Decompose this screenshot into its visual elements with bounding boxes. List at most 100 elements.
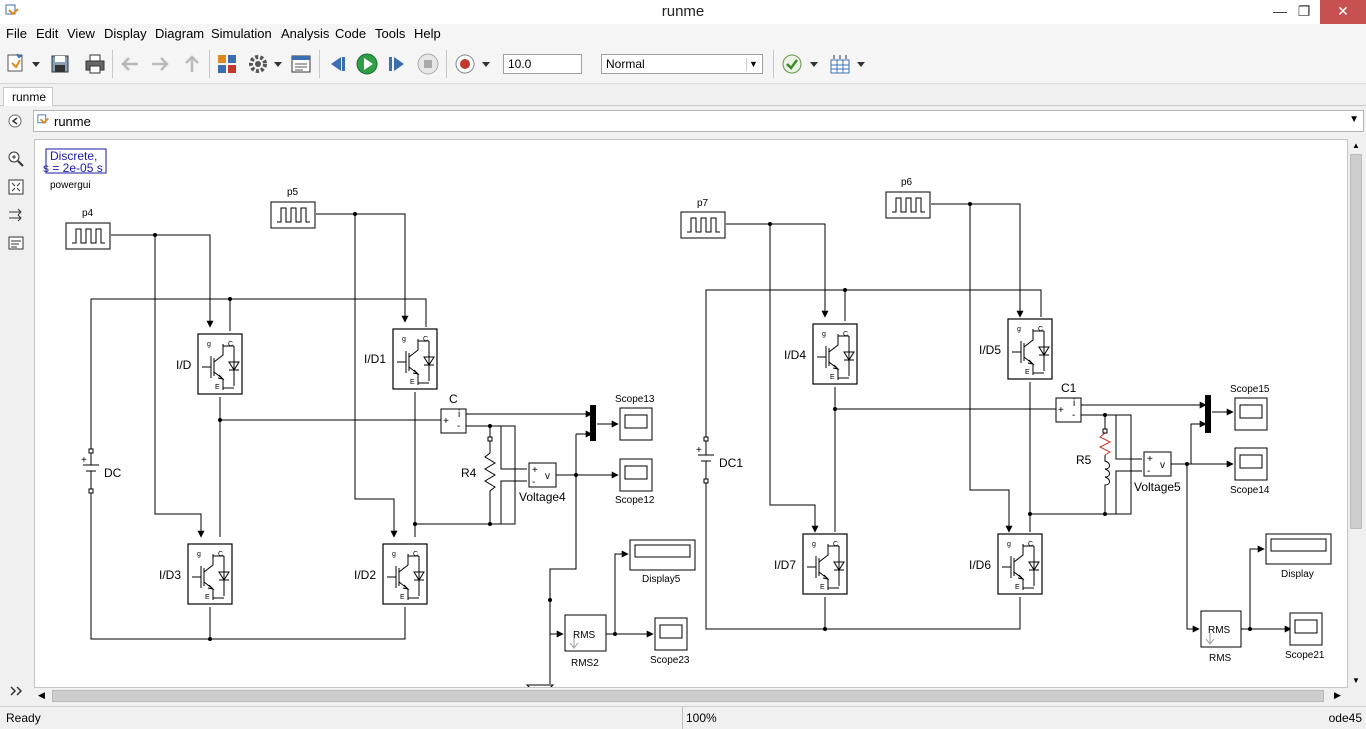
igbt-block-id5[interactable] [1007, 318, 1053, 380]
scroll-left-icon[interactable]: ◀ [38, 690, 45, 700]
scope-block[interactable] [1234, 447, 1268, 481]
dc-source-block[interactable] [83, 448, 99, 494]
menu-display[interactable]: Display [104, 26, 147, 41]
block-diagram[interactable]: Discrete, s = 2e-05 s powergui [35, 140, 1348, 688]
display-block[interactable] [1265, 533, 1332, 565]
chevron-down-icon[interactable] [480, 52, 492, 76]
back-arrow-icon[interactable] [118, 52, 142, 76]
stop-icon[interactable] [416, 52, 440, 76]
voltage-measurement-block[interactable] [1143, 451, 1172, 477]
chevron-down-icon[interactable]: ▼ [746, 58, 760, 71]
step-forward-icon[interactable] [385, 52, 409, 76]
resistor-r4[interactable] [484, 436, 496, 494]
voltage-measurement-block[interactable] [528, 462, 557, 488]
close-button[interactable]: ✕ [1320, 0, 1366, 24]
fit-to-view-icon[interactable] [8, 179, 24, 195]
rl-branch-r5[interactable] [1098, 428, 1112, 489]
library-browser-icon[interactable] [215, 52, 239, 76]
save-icon[interactable] [48, 52, 72, 76]
switch-label: I/D2 [354, 568, 376, 582]
scope-block[interactable] [619, 407, 653, 441]
record-icon[interactable] [453, 52, 477, 76]
chevron-down-icon[interactable] [272, 52, 284, 76]
scope-block[interactable] [1289, 612, 1323, 646]
forward-arrow-icon[interactable] [148, 52, 172, 76]
arrow-right-icon[interactable] [8, 207, 24, 223]
pulse-generator-p5[interactable] [270, 201, 316, 229]
igbt-block-id4[interactable] [812, 323, 858, 385]
restore-button[interactable]: ❐ [1297, 3, 1311, 19]
model-advisor-check-icon[interactable] [780, 52, 804, 76]
solver-name[interactable]: ode45 [1328, 711, 1362, 725]
menu-analysis[interactable]: Analysis [281, 26, 330, 41]
display-block[interactable] [629, 539, 696, 571]
menu-code[interactable]: Code [335, 26, 367, 41]
run-icon[interactable] [355, 52, 379, 76]
stop-time-input[interactable]: 10.0 [503, 54, 582, 74]
signal-table-icon[interactable] [828, 52, 852, 76]
scope-label: Scope13 [615, 394, 655, 405]
scope-block[interactable] [1234, 397, 1268, 431]
zoom-icon[interactable] [8, 151, 24, 167]
scroll-down-icon[interactable]: ▼ [1352, 676, 1360, 685]
current-measurement-block[interactable] [440, 408, 467, 434]
pulse-generator-p6[interactable] [885, 191, 931, 219]
new-model-icon[interactable] [5, 52, 29, 76]
pulse-generator-p7[interactable] [680, 211, 726, 239]
model-canvas[interactable]: Discrete, s = 2e-05 s powergui [34, 139, 1348, 688]
igbt-block-id2[interactable] [382, 543, 428, 605]
dc-source-block[interactable] [698, 436, 714, 484]
print-icon[interactable] [83, 52, 107, 76]
menu-simulation[interactable]: Simulation [211, 26, 272, 41]
pulse-generator-p4[interactable] [65, 222, 111, 250]
tab-runme[interactable]: runme [3, 87, 53, 106]
rms-block[interactable] [564, 614, 607, 652]
powergui-line1: Discrete, [50, 149, 97, 163]
horizontal-scrollbar[interactable]: ◀ ▶ [34, 688, 1348, 704]
breadcrumb[interactable]: runme ▼ [33, 110, 1364, 132]
step-back-icon[interactable] [325, 52, 349, 76]
vertical-scroll-thumb[interactable] [1350, 154, 1362, 529]
simulation-mode-select[interactable]: Normal▼ [601, 54, 763, 74]
gear-icon[interactable] [246, 52, 270, 76]
scope-block[interactable] [654, 617, 688, 651]
rms-block[interactable] [1200, 610, 1242, 648]
menu-edit[interactable]: Edit [36, 26, 59, 41]
scope-block[interactable] [619, 458, 653, 492]
igbt-block-id[interactable] [197, 333, 243, 395]
horizontal-scroll-thumb[interactable] [52, 690, 1324, 702]
powergui-block[interactable] [45, 148, 107, 174]
expand-palette-icon[interactable] [8, 683, 24, 699]
mux-block[interactable] [1205, 395, 1211, 433]
source-label: DC [104, 466, 122, 480]
hide-browser-icon[interactable] [8, 114, 22, 128]
igbt-block-id3[interactable] [187, 543, 233, 605]
menu-view[interactable]: View [67, 26, 95, 41]
menu-tools[interactable]: Tools [375, 26, 406, 41]
up-arrow-icon[interactable] [180, 52, 204, 76]
annotation-icon[interactable] [8, 235, 24, 251]
chevron-down-icon[interactable] [855, 52, 867, 76]
menu-help[interactable]: Help [414, 26, 441, 41]
partial-block[interactable] [525, 684, 555, 688]
scroll-right-icon[interactable]: ▶ [1334, 690, 1341, 700]
mux-block[interactable] [590, 405, 596, 441]
scroll-up-icon[interactable]: ▲ [1352, 141, 1360, 150]
igbt-block-id6[interactable] [997, 533, 1043, 595]
current-measurement-block[interactable] [1055, 397, 1082, 423]
zoom-level: 100% [682, 707, 720, 729]
breadcrumb-item[interactable]: runme [54, 114, 91, 129]
menu-diagram[interactable]: Diagram [155, 26, 205, 41]
menu-file[interactable]: File [6, 26, 27, 41]
minimize-button[interactable]: — [1273, 3, 1287, 19]
pulse-label: p6 [901, 177, 913, 188]
chevron-down-icon[interactable]: ▼ [1349, 114, 1359, 125]
model-explorer-icon[interactable] [289, 52, 313, 76]
chevron-down-icon[interactable] [808, 52, 820, 76]
source-label: DC1 [719, 456, 743, 470]
vertical-scrollbar[interactable]: ▲ ▼ [1348, 139, 1364, 688]
igbt-block-id7[interactable] [802, 533, 848, 595]
igbt-block-id1[interactable] [392, 328, 438, 390]
pin-g: g [1007, 541, 1011, 548]
chevron-down-icon[interactable] [30, 52, 42, 76]
